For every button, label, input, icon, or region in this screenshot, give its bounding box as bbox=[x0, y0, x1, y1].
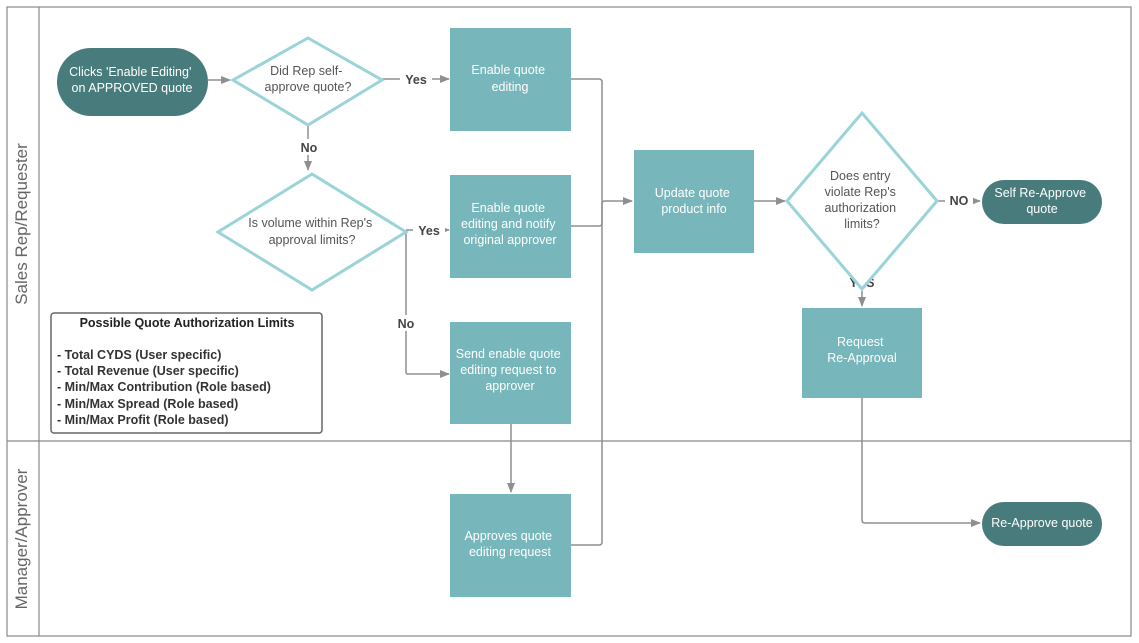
node-volume-label: Is volume within Rep's approval limits? bbox=[248, 216, 375, 247]
label-self-no: No bbox=[301, 141, 318, 155]
node-update-product-info[interactable]: Update quote product info bbox=[634, 150, 754, 253]
node-approves-request-label: Approves quote editing request bbox=[464, 529, 555, 559]
limits-item: - Total CYDS (User specific) bbox=[57, 348, 221, 362]
authorization-limits-note: Possible Quote Authorization Limits - To… bbox=[50, 312, 323, 434]
limits-title: Possible Quote Authorization Limits bbox=[80, 316, 295, 330]
node-update-product-info-label: Update quote product info bbox=[655, 186, 734, 216]
node-violate-label: Does entry violate Rep's authorization l… bbox=[824, 169, 899, 231]
label-violate-no: NO bbox=[950, 194, 969, 208]
node-send-request-label: Send enable quote editing request to app… bbox=[456, 347, 564, 393]
lane-label-manager: Manager/Approver bbox=[12, 468, 31, 609]
node-self-reapprove-label: Self Re-Approve quote bbox=[994, 186, 1089, 216]
nodes: Clicks 'Enable Editing' on APPROVED quot… bbox=[57, 28, 1102, 597]
node-reapprove-label: Re-Approve quote bbox=[991, 516, 1093, 530]
label-volume-no: No bbox=[398, 317, 415, 331]
node-enable-editing-notify[interactable]: Enable quote editing and notify original… bbox=[450, 175, 571, 278]
node-start[interactable]: Clicks 'Enable Editing' on APPROVED quot… bbox=[57, 48, 208, 116]
node-enable-editing-notify-label: Enable quote editing and notify original… bbox=[461, 201, 559, 247]
node-enable-quote-editing-label: Enable quote editing bbox=[471, 63, 548, 94]
limits-item: - Min/Max Contribution (Role based) bbox=[57, 380, 271, 394]
limits-item: - Min/Max Profit (Role based) bbox=[57, 413, 229, 427]
node-request-reapproval[interactable]: Request Re-Approval bbox=[802, 308, 922, 398]
edge-reapproval-to-reapprove bbox=[861, 398, 981, 527]
label-volume-yes: Yes bbox=[418, 224, 440, 238]
pool-border bbox=[6, 6, 1132, 637]
node-request-reapproval-label: Request Re-Approval bbox=[827, 335, 896, 365]
limits-box bbox=[50, 312, 323, 434]
node-send-request[interactable]: Send enable quote editing request to app… bbox=[450, 322, 571, 424]
swimlanes: Sales Rep/Requester Manager/Approver bbox=[6, 6, 1132, 637]
label-self-yes: Yes bbox=[405, 73, 427, 87]
lane-label-sales-rep: Sales Rep/Requester bbox=[12, 143, 31, 305]
node-volume-decision[interactable]: Is volume within Rep's approval limits? bbox=[215, 172, 409, 292]
node-reapprove[interactable]: Re-Approve quote bbox=[982, 502, 1102, 546]
edge-to-update-info bbox=[571, 197, 633, 227]
node-self-approve-label: Did Rep self- approve quote? bbox=[265, 64, 352, 94]
edge-merge-bus bbox=[571, 78, 603, 546]
node-violate-decision[interactable]: Does entry violate Rep's authorization l… bbox=[785, 110, 939, 292]
limits-item: - Total Revenue (User specific) bbox=[57, 364, 239, 378]
node-self-approve-decision[interactable]: Did Rep self- approve quote? bbox=[230, 36, 385, 127]
node-start-label: Clicks 'Enable Editing' on APPROVED quot… bbox=[69, 65, 195, 95]
node-enable-quote-editing[interactable]: Enable quote editing bbox=[450, 28, 571, 131]
node-approves-request[interactable]: Approves quote editing request bbox=[450, 494, 571, 597]
limits-item: - Min/Max Spread (Role based) bbox=[57, 397, 238, 411]
edge-volume-no bbox=[405, 230, 450, 378]
node-self-reapprove[interactable]: Self Re-Approve quote bbox=[982, 180, 1102, 224]
